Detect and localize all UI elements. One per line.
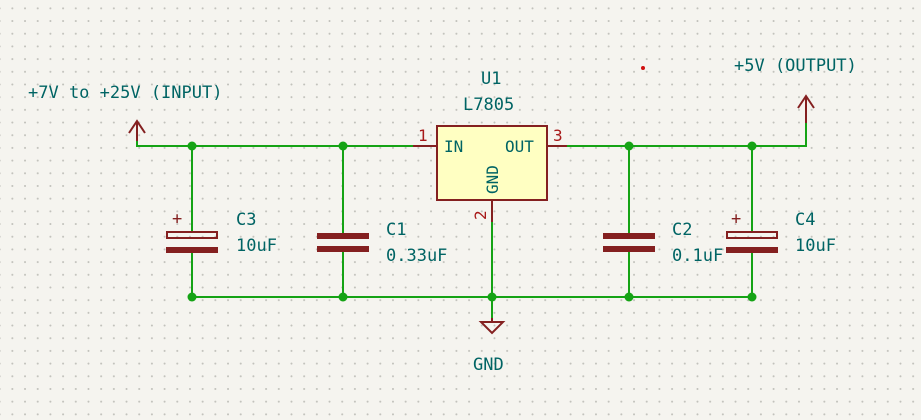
junction-dot xyxy=(187,292,197,302)
output-power-symbol[interactable]: +5V (OUTPUT) xyxy=(734,56,857,123)
wires xyxy=(136,123,807,318)
capacitor-c3[interactable]: + C3 10uF xyxy=(166,209,277,256)
c3-value: 10uF xyxy=(236,236,277,256)
c4-ref: C4 xyxy=(795,210,815,230)
c3-polarity-mark: + xyxy=(172,209,182,229)
c4-polarity-mark: + xyxy=(731,209,741,229)
capacitor-c2[interactable]: C2 0.1uF xyxy=(603,220,723,266)
c2-value: 0.1uF xyxy=(672,246,723,266)
pin-1-number: 1 xyxy=(418,126,428,145)
c4-value: 10uF xyxy=(795,236,836,256)
regulator-value: L7805 xyxy=(463,95,514,115)
capacitor-c4[interactable]: + C4 10uF xyxy=(726,209,836,256)
c2-ref: C2 xyxy=(672,220,692,240)
output-rail-wire[interactable] xyxy=(567,123,807,147)
ground-symbol[interactable]: GND xyxy=(473,318,506,375)
junction-dot xyxy=(624,141,634,151)
ground-icon xyxy=(478,321,506,335)
c4-positive-plate xyxy=(726,231,778,239)
pin-gnd-name: GND xyxy=(483,165,502,194)
junctions xyxy=(187,141,757,302)
regulator-ref: U1 xyxy=(481,69,501,89)
ground-label: GND xyxy=(473,355,504,375)
pin-out-name: OUT xyxy=(505,137,534,156)
pin-in-name: IN xyxy=(444,137,463,156)
capacitor-c1[interactable]: C1 0.33uF xyxy=(317,220,447,266)
pin-3-number: 3 xyxy=(553,126,563,145)
pin-2-number: 2 xyxy=(471,210,490,220)
junction-dot xyxy=(624,292,634,302)
junction-dot xyxy=(747,141,757,151)
c3-positive-plate xyxy=(166,231,218,239)
c1-ref: C1 xyxy=(386,220,406,240)
junction-dot xyxy=(187,141,197,151)
junction-dot xyxy=(338,292,348,302)
regulator-u1[interactable]: U1 L7805 IN OUT GND 1 3 2 xyxy=(413,69,567,222)
input-voltage-label: +7V to +25V (INPUT) xyxy=(28,83,222,103)
c3-ref: C3 xyxy=(236,210,256,230)
junction-dot xyxy=(338,141,348,151)
regulator-body xyxy=(436,125,548,201)
c1-value: 0.33uF xyxy=(386,246,447,266)
junction-dot xyxy=(747,292,757,302)
marker-dot xyxy=(641,66,645,70)
output-voltage-label: +5V (OUTPUT) xyxy=(734,56,857,76)
input-rail-wire[interactable] xyxy=(136,141,413,147)
junction-dot xyxy=(487,292,497,302)
input-power-symbol[interactable]: +7V to +25V (INPUT) xyxy=(28,83,222,141)
